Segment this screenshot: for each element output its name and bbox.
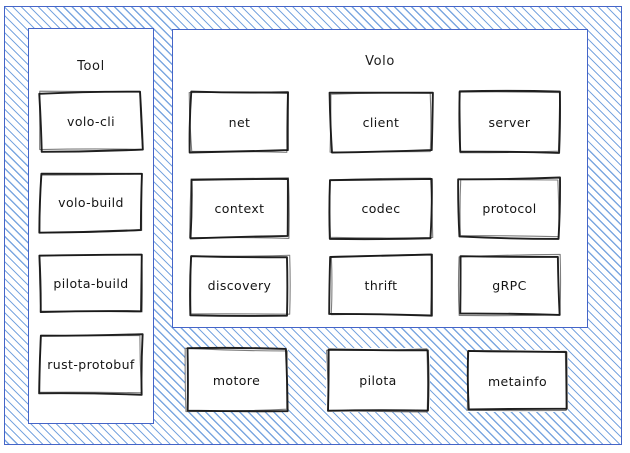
box-label: server <box>488 114 531 130</box>
box-pilota[interactable]: pilota <box>326 348 430 413</box>
box-protocol[interactable]: protocol <box>457 176 561 240</box>
box-label: net <box>228 114 251 130</box>
box-net[interactable]: net <box>188 90 290 154</box>
group-title-volo: Volo <box>365 54 395 69</box>
box-motore[interactable]: motore <box>184 346 289 413</box>
box-label: gRPC <box>492 277 527 293</box>
box-codec[interactable]: codec <box>328 177 434 241</box>
box-context[interactable]: context <box>189 177 290 240</box>
box-label: motore <box>212 372 261 388</box>
box-label: thrift <box>364 277 398 293</box>
box-label: context <box>214 200 265 216</box>
group-title-tool: Tool <box>77 59 105 74</box>
box-label: pilota <box>359 372 397 388</box>
box-label: volo-cli <box>67 114 115 129</box>
box-volo-build[interactable]: volo-build <box>38 172 143 234</box>
box-label: discovery <box>207 277 272 293</box>
box-grpc[interactable]: gRPC <box>457 253 562 317</box>
box-label: client <box>362 114 400 130</box>
box-label: rust-protobuf <box>47 357 135 372</box>
box-thrift[interactable]: thrift <box>328 253 433 317</box>
box-label: metainfo <box>487 373 548 389</box>
box-client[interactable]: client <box>328 91 434 154</box>
box-label: codec <box>361 200 401 216</box>
box-label: pilota-build <box>53 276 129 291</box>
box-pilota-build[interactable]: pilota-build <box>38 253 143 314</box>
box-metainfo[interactable]: metainfo <box>466 349 568 412</box>
box-label: volo-build <box>58 195 124 210</box>
box-discovery[interactable]: discovery <box>189 254 291 317</box>
box-rust-protobuf[interactable]: rust-protobuf <box>38 333 144 396</box>
box-label: protocol <box>482 200 537 216</box>
box-server[interactable]: server <box>458 89 561 154</box>
box-volo-cli[interactable]: volo-cli <box>38 90 144 153</box>
group-panel-volo[interactable]: Volo net client server context codec protocol d… <box>172 29 588 328</box>
group-panel-tool[interactable]: Tool volo-cli volo-build pilota-build rust-p… <box>28 28 154 424</box>
